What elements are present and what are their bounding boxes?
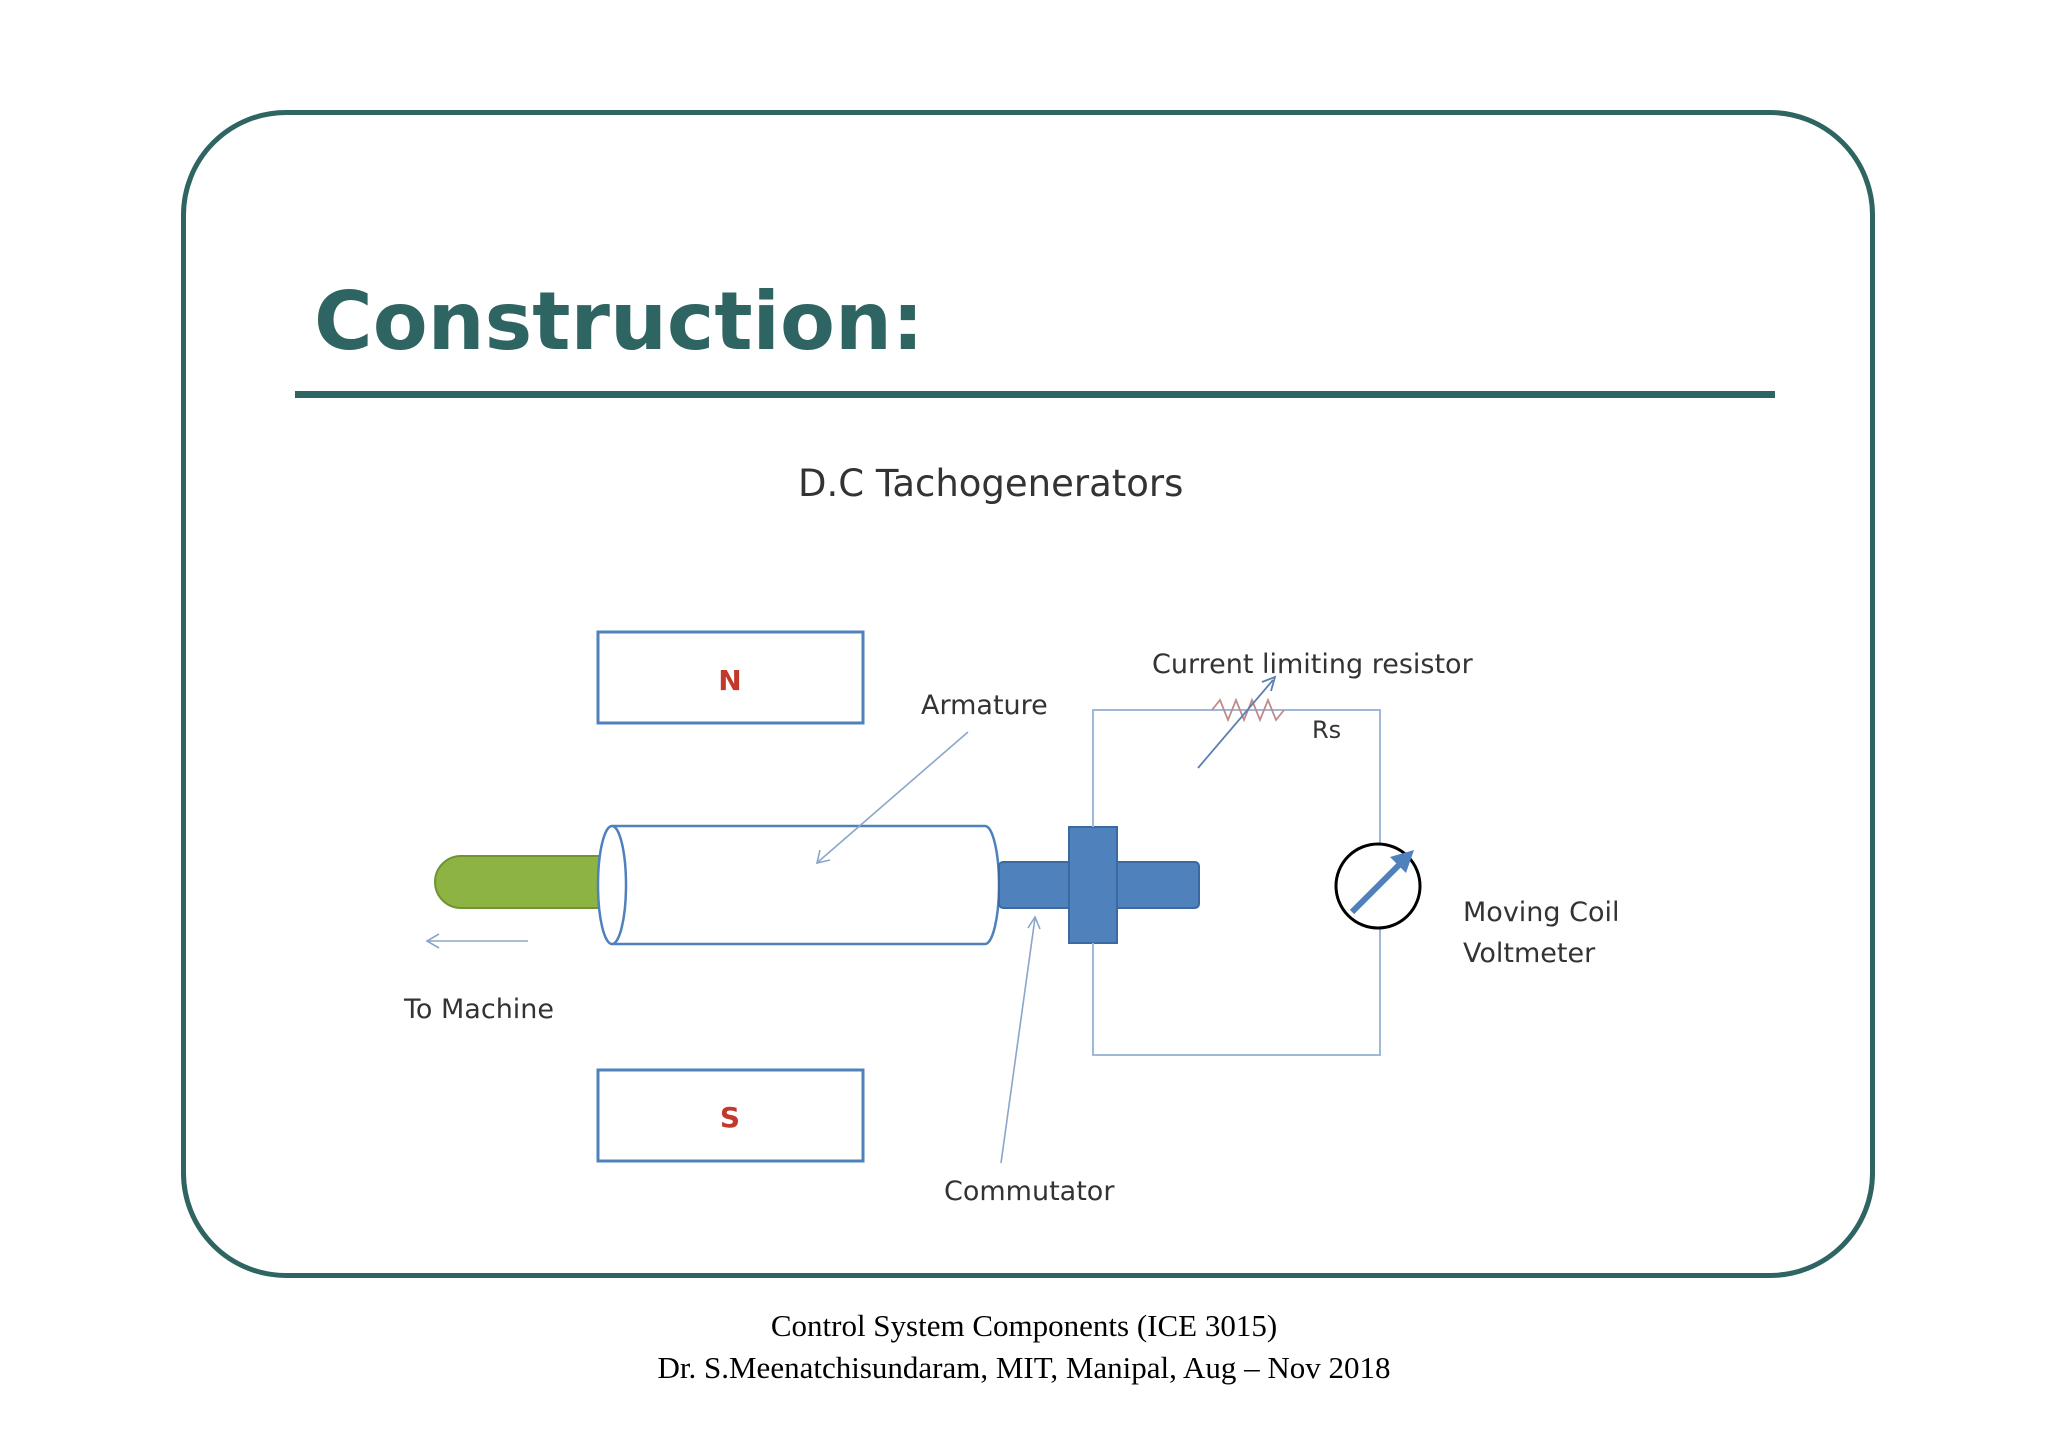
variable-resistor-arrowhead bbox=[1261, 675, 1277, 692]
commutator-block bbox=[1068, 826, 1118, 944]
south-pole-label: S bbox=[720, 1101, 740, 1134]
armature-cylinder bbox=[612, 824, 1001, 946]
current-limiting-resistor-label: Current limiting resistor bbox=[1152, 649, 1474, 680]
to-machine-label: To Machine bbox=[403, 994, 554, 1025]
south-pole-magnet bbox=[596, 1068, 865, 1163]
slide-frame bbox=[181, 110, 1875, 1278]
variable-resistor-arrow bbox=[1197, 679, 1274, 769]
voltmeter-needle-arrowhead bbox=[1390, 850, 1414, 873]
armature-front-face bbox=[596, 824, 628, 946]
armature-pointer-head bbox=[815, 849, 831, 865]
slide-title: Construction: bbox=[314, 275, 924, 368]
footer-author: Dr. S.Meenatchisundaram, MIT, Manipal, A… bbox=[657, 1350, 1391, 1385]
voltmeter-label-line1: Moving Coil bbox=[1463, 897, 1620, 928]
diagram-heading: D.C Tachogenerators bbox=[798, 462, 1183, 505]
rs-label: Rs bbox=[1312, 716, 1341, 744]
shaft bbox=[434, 855, 626, 909]
footer-course: Control System Components (ICE 3015) bbox=[770, 1308, 1278, 1343]
armature-pointer bbox=[817, 731, 969, 863]
voltmeter-needle bbox=[1349, 855, 1409, 915]
commutator-pointer-head bbox=[1027, 915, 1041, 930]
voltmeter-label-line2: Voltmeter bbox=[1463, 938, 1596, 969]
north-pole-magnet bbox=[596, 630, 865, 725]
north-pole-label: N bbox=[718, 664, 741, 697]
commutator-label: Commutator bbox=[944, 1176, 1115, 1207]
armature-label: Armature bbox=[921, 690, 1048, 721]
title-underline bbox=[295, 391, 1775, 398]
to-machine-arrowhead bbox=[425, 933, 440, 949]
commutator-pointer bbox=[1000, 917, 1036, 1164]
